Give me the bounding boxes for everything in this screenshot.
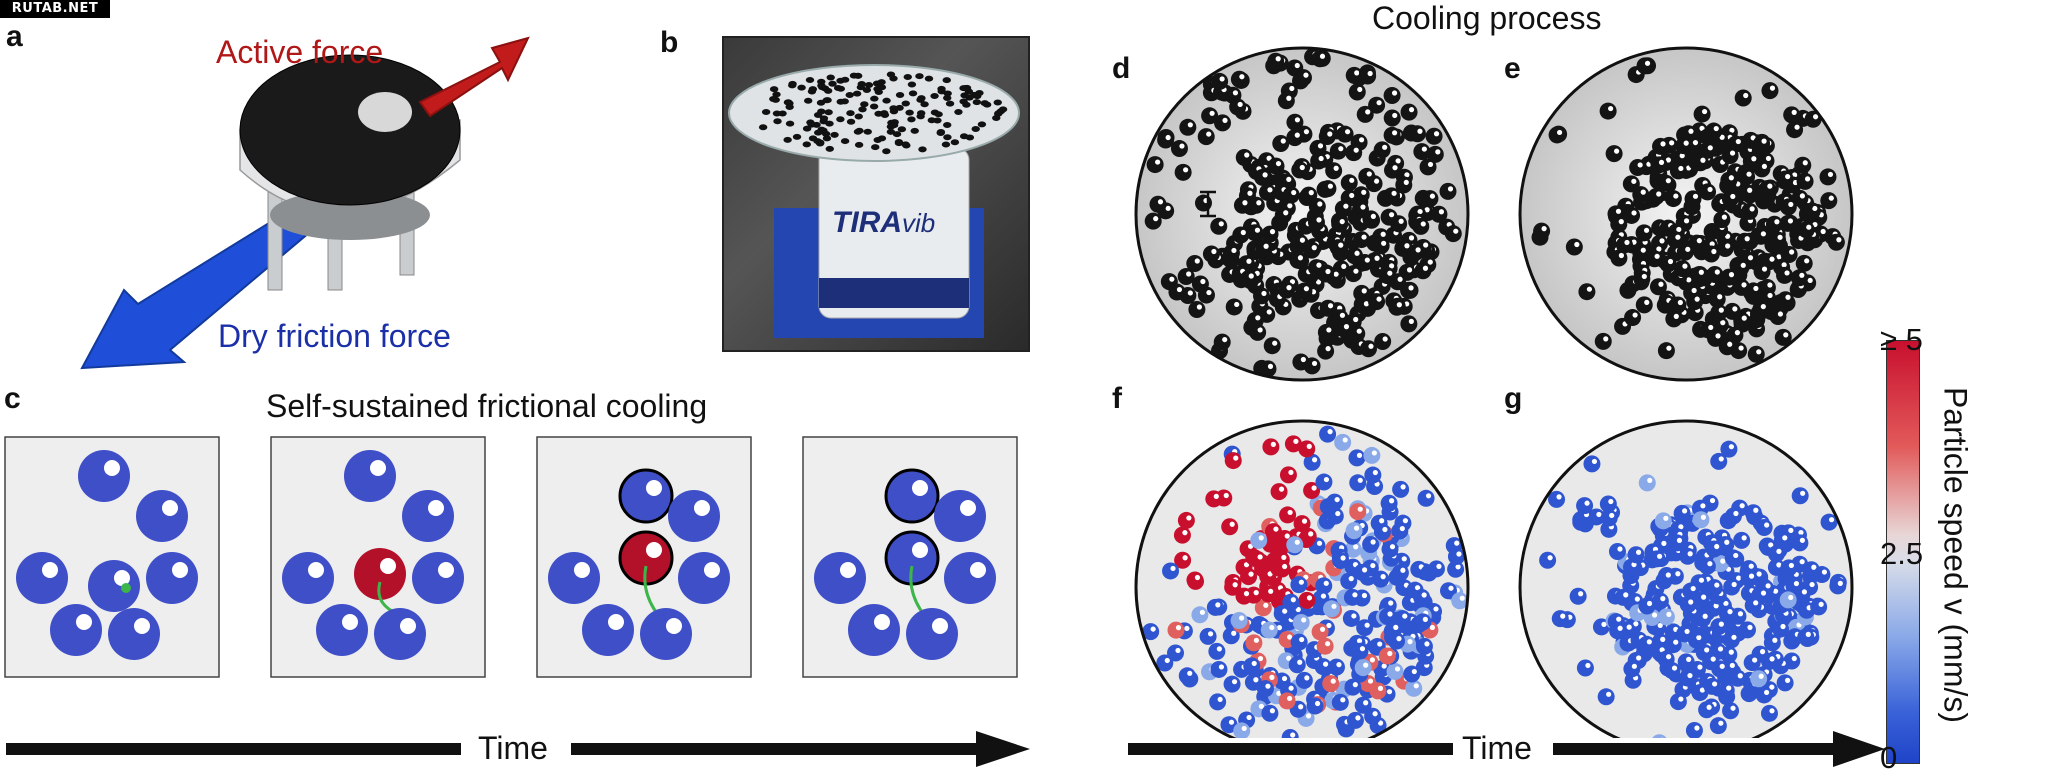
particle-top	[240, 55, 460, 205]
particle-disc	[668, 490, 720, 542]
dry-friction-force-label: Dry friction force	[218, 318, 451, 355]
snapshot-g	[1520, 421, 1852, 738]
colorbar-label: Particle speed v (mm/s)	[1937, 387, 1974, 723]
particle-disc	[108, 608, 160, 660]
colorbar-tick-max: ≥ 5	[1880, 322, 1923, 358]
snapshot-d	[1136, 48, 1468, 380]
device-brand-suffix: vib	[902, 208, 935, 238]
particle-disc	[78, 450, 130, 502]
device-brand-name: TIRA	[832, 206, 902, 239]
particle-disc	[374, 608, 426, 660]
particle-disc	[848, 604, 900, 656]
panel-label-b: b	[660, 26, 678, 60]
particle-disc	[316, 604, 368, 656]
particle-disc	[412, 552, 464, 604]
panel-label-d: d	[1112, 52, 1130, 86]
snapshot-f	[1136, 421, 1468, 738]
sequence-frame	[271, 437, 485, 677]
active-force-arrow	[420, 38, 528, 116]
particle-marker	[358, 92, 412, 132]
particle-disc	[620, 470, 672, 522]
panel-label-f: f	[1112, 382, 1122, 416]
colorbar-tick-min: 0	[1880, 740, 1897, 776]
shaker-band	[819, 278, 969, 308]
particle-disc	[136, 490, 188, 542]
sequence-frame	[5, 437, 219, 677]
panel-label-a: a	[6, 20, 23, 54]
setup-photo-drawing	[724, 38, 1028, 350]
particle-disc	[548, 552, 600, 604]
watermark: RUTAB.NET	[0, 0, 110, 18]
particle-disc	[88, 560, 140, 612]
sequence-frame	[537, 437, 751, 677]
colorbar-tick-mid: 2.5	[1880, 536, 1923, 572]
particle-disc	[50, 604, 102, 656]
cooling-sequence	[4, 436, 1064, 686]
particle-disc	[344, 450, 396, 502]
particle-disc	[906, 608, 958, 660]
cooling-snapshots	[1130, 32, 1880, 738]
panel-label-c: c	[4, 382, 21, 416]
particle-disc	[944, 552, 996, 604]
particle-disc	[886, 470, 938, 522]
snapshot-e	[1520, 48, 1852, 380]
particle-disc	[934, 490, 986, 542]
device-brand-label: TIRAvib	[832, 206, 935, 240]
active-force-label: Active force	[216, 34, 383, 71]
particle-disc	[16, 552, 68, 604]
particle-disc	[640, 608, 692, 660]
particle-disc	[814, 552, 866, 604]
particle-disc	[146, 552, 198, 604]
cooling-sequence-frames	[5, 437, 1017, 677]
sequence-frame	[803, 437, 1017, 677]
particle-disc	[678, 552, 730, 604]
particle-disc	[582, 604, 634, 656]
particle-disc	[282, 552, 334, 604]
particle-disc	[402, 490, 454, 542]
frictional-cooling-title: Self-sustained frictional cooling	[266, 388, 707, 425]
setup-photo: TIRAvib	[722, 36, 1030, 352]
time-label-left: Time	[478, 730, 548, 767]
